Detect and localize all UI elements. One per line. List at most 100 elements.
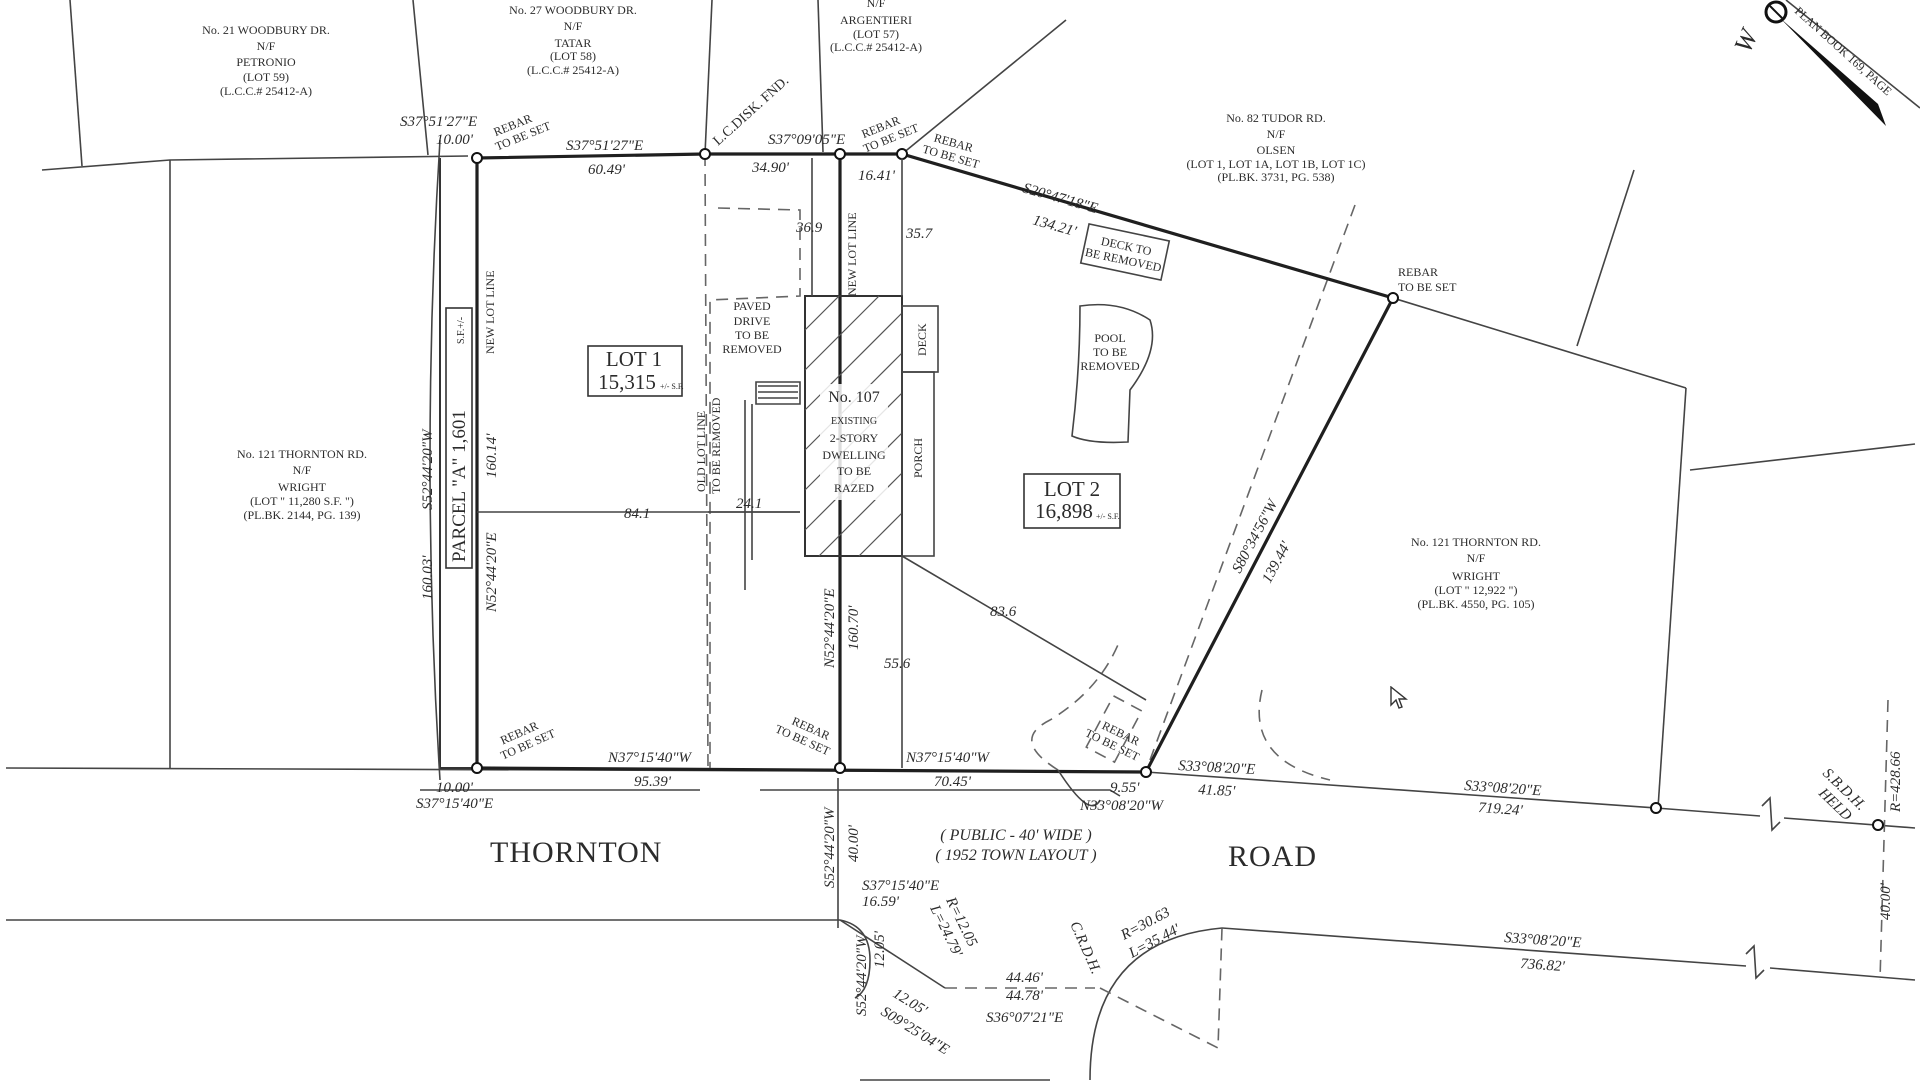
rebar-pins [471,148,1884,831]
deck-to-remove [1079,222,1171,282]
dim-text: S33°08'20"E [1178,758,1256,778]
road-name-left: THORNTON [490,836,662,869]
dim-text: C.R.D.H. [1066,919,1103,977]
dim-text: S33°08'20"E [1504,930,1582,951]
dim-text: 9.55' [1110,780,1140,796]
cursor-arrow-icon [1390,685,1408,709]
rebar-labels: REBAR TO BE SET REBAR TO BE SET REBAR TO… [492,111,1458,764]
dwelling-text: EXISTING [831,416,877,427]
dimension-lines [420,139,1223,1050]
neighbor-text: No. 121 THORNTON RD. [1411,535,1541,549]
porch-label: PORCH [911,438,925,478]
feature-text: TO BE [735,328,769,342]
neighbor-text: (PL.BK. 2144, PG. 139) [243,508,360,522]
dwelling-text: DWELLING [822,448,886,462]
neighbor-text: (L.C.C.# 25412-A) [830,40,922,54]
corner-box [1085,694,1143,764]
neighbor-text: (LOT " 12,922 ") [1435,583,1518,597]
lot2-unit: +/- S.F. [1096,512,1120,521]
property-boundaries [439,152,1396,774]
dwelling-label: No. 107 EXISTING 2-STORY DWELLING TO BE … [820,384,888,500]
neighbor-text: N/F [867,0,886,10]
dim-text: 10.00' [436,132,474,148]
compass-w-label: W [1728,23,1764,57]
neighbor-text: (L.C.C.# 25412-A) [527,63,619,77]
dwelling-text: 2-STORY [830,431,879,445]
feature-text: REMOVED [722,342,782,356]
dim-text: 16.41' [858,168,896,184]
dim-text: 34.90' [751,160,790,176]
neighbor-text: PETRONIO [236,55,296,69]
dim-text: 70.45' [934,774,972,790]
dim-text: 83.6 [990,604,1017,620]
feature-text: TO BE REMOVED [709,397,723,494]
neighbor-text: (LOT 59) [243,70,289,84]
road-width: ( PUBLIC - 40' WIDE ) [940,827,1091,844]
dim-text: 44.46' [1006,970,1044,986]
dim-text: N52°44'20"E [822,588,838,669]
neighbor-text: (LOT 58) [550,49,596,63]
neighbor-text: (LOT 1, LOT 1A, LOT 1B, LOT 1C) [1186,157,1365,171]
dim-text: 12.05' [872,930,888,968]
dim-text: 36.9 [795,220,823,236]
feature-text: PAVED [733,299,771,313]
dim-text: 736.82' [1520,956,1566,975]
parcel-a-text: PARCEL "A" 1,601 [449,410,470,562]
dim-text: 60.49' [588,162,626,178]
lot2-label: LOT 2 16,898 +/- S.F. [1023,473,1121,529]
dim-text: S52°44'20"W [822,806,838,888]
lot2-name: LOT 2 [1044,477,1100,501]
neighbor-text: N/F [1467,551,1486,565]
dim-text: N37°15'40"W [607,750,693,766]
road-layout: ( 1952 TOWN LAYOUT ) [935,847,1096,864]
dim-text: S37°09'05"E [768,132,845,148]
neighbor-text: N/F [293,463,312,477]
dimension-labels: S37°51'27"E 10.00' S37°51'27"E 60.49' 34… [400,114,1904,1058]
dim-text: 44.78' [1006,988,1044,1004]
neighbor-argentieri: N/F ARGENTIERI (LOT 57) (L.C.C.# 25412-A… [830,0,922,54]
neighbor-woodbury21: No. 21 WOODBURY DR. N/F PETRONIO (LOT 59… [202,23,330,98]
neighbor-text: (PL.BK. 3731, PG. 538) [1217,170,1334,184]
dim-text: S37°51'27"E [566,138,643,154]
neighbor-text: N/F [257,39,276,53]
dwelling-text: No. 107 [828,389,880,406]
feature-text: OLD LOT LINE [694,411,708,492]
deck-label: DECK [915,323,929,356]
dim-text: S37°51'27"E [400,114,477,130]
dim-text: 719.24' [1478,800,1524,819]
neighbor-text: N/F [564,19,583,33]
dim-text: S52°44'20"W [854,934,870,1016]
dim-text: 40.00' [1878,882,1894,920]
neighbor-text: No. 21 WOODBURY DR. [202,23,330,37]
neighbor-thornton121-left: No. 121 THORNTON RD. N/F WRIGHT (LOT " 1… [237,447,367,522]
feature-text: POOL [1094,331,1125,345]
neighbor-text: No. 82 TUDOR RD. [1226,111,1325,125]
dim-text: R=428.66 [1888,751,1904,813]
dwelling-text: TO BE [837,464,871,478]
dim-text: 10.00' [436,780,474,796]
north-arrow: W PLAN BOOK 169, PAGE [1728,0,1920,126]
dim-text: 35.7 [905,226,934,242]
dim-text: N52°44'20"E [484,532,500,613]
paved-drive [709,207,801,768]
dim-text: 160.70' [846,605,862,650]
neighbor-tudor82: No. 82 TUDOR RD. N/F OLSEN (LOT 1, LOT 1… [1186,111,1365,184]
dim-text: S36°07'21"E [986,1010,1063,1026]
pool-label: POOL TO BE REMOVED [1080,331,1140,373]
dim-text: 84.1 [624,506,650,522]
neighbor-text: OLSEN [1257,143,1296,157]
dim-text: 160.03' [420,555,436,600]
feature-text: REMOVED [1080,359,1140,373]
dwelling-text: RAZED [834,481,874,495]
paved-drive-label: PAVED DRIVE TO BE REMOVED [722,299,782,356]
lot1-name: LOT 1 [606,347,662,371]
dim-text: N33°08'20"W [1079,798,1165,814]
dim-text: 41.85' [1198,782,1237,800]
neighbor-woodbury27: No. 27 WOODBURY DR. N/F TATAR (LOT 58) (… [509,3,637,77]
neighbor-thornton121-right: No. 121 THORNTON RD. N/F WRIGHT (LOT " 1… [1411,535,1541,611]
dim-text: 95.39' [634,774,672,790]
dim-text: S33°08'20"E [1464,778,1542,799]
dim-text: S37°15'40"E [416,796,493,812]
dim-text: 40.00' [846,824,862,862]
dim-text: S37°15'40"E [862,878,939,894]
